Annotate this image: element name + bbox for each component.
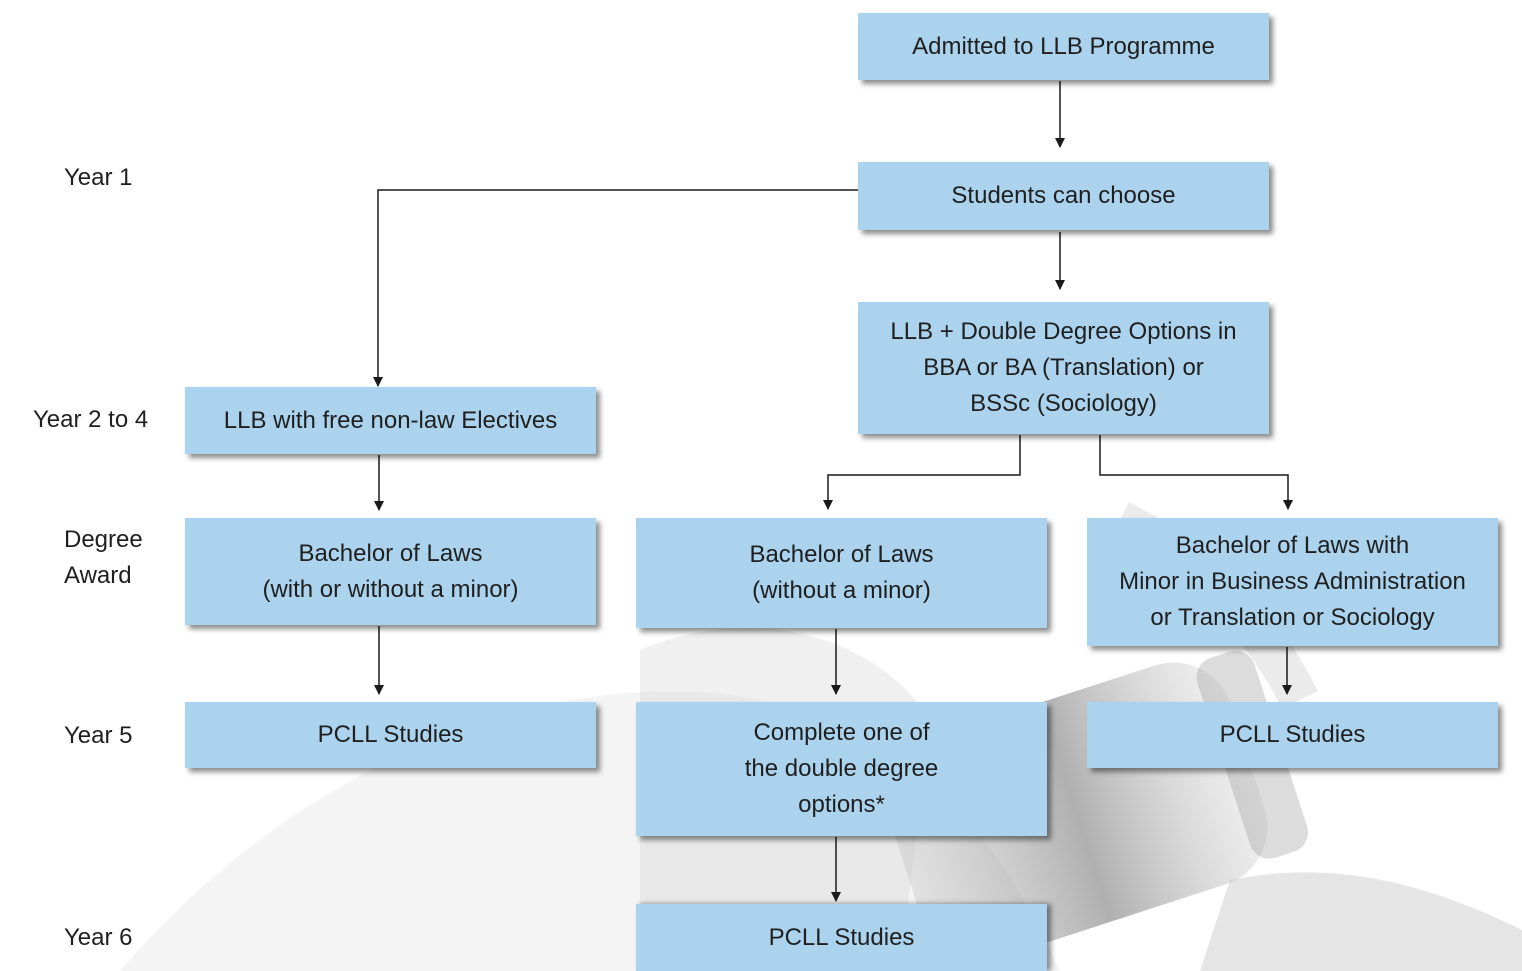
row-label-degree-award: Degree Award — [64, 522, 143, 594]
box-text-line: Complete one of — [753, 719, 930, 746]
box-text-line: Admitted to LLB Programme — [912, 32, 1215, 60]
row-label-year6: Year 6 — [64, 924, 133, 951]
students-choose-box: Students can choose — [858, 162, 1269, 230]
box-text-line: PCLL Studies — [768, 923, 915, 951]
bachelor-with-minor-box: Bachelor of Laws with Minor in Business … — [1087, 518, 1498, 646]
box-text-line: or Translation or Sociology — [1150, 604, 1435, 631]
row-label-year5: Year 5 — [64, 722, 133, 749]
box-text-line: (without a minor) — [752, 577, 931, 604]
box-text-line: Bachelor of Laws — [749, 541, 934, 568]
admitted-box: Admitted to LLB Programme — [858, 13, 1269, 80]
box-text-line: BSSc (Sociology) — [970, 390, 1157, 417]
pcll-studies-left-box: PCLL Studies — [185, 702, 596, 768]
pcll-studies-year6-box: PCLL Studies — [636, 904, 1047, 971]
double-degree-options-box: LLB + Double Degree Options in BBA or BA… — [858, 302, 1269, 434]
box-text-line: Bachelor of Laws — [298, 539, 483, 567]
complete-double-degree-box: Complete one of the double degree option… — [636, 702, 1047, 836]
arrow-double-to-bachelor-minor — [1099, 435, 1293, 510]
box-text-line: Bachelor of Laws with — [1175, 532, 1410, 559]
arrow-double-to-bachelor-without — [823, 435, 1021, 510]
pcll-studies-right-box: PCLL Studies — [1087, 702, 1498, 768]
box-text-line: Students can choose — [951, 182, 1176, 209]
box-text-line: LLB with free non-law Electives — [223, 406, 558, 434]
box-text-line: BBA or BA (Translation) or — [923, 354, 1204, 381]
bachelor-without-minor-box: Bachelor of Laws (without a minor) — [636, 518, 1047, 628]
box-text-line: PCLL Studies — [317, 721, 464, 748]
row-label-year2to4: Year 2 to 4 — [33, 406, 149, 433]
arrow-choose-to-electives — [373, 189, 858, 387]
box-text-line: options* — [798, 791, 885, 818]
box-text-line: Minor in Business Administration — [1119, 568, 1466, 595]
bachelor-with-or-without-minor-box: Bachelor of Laws (with or without a mino… — [185, 518, 596, 625]
row-label-degree-award-line: Degree — [64, 526, 143, 553]
llb-electives-box: LLB with free non-law Electives — [185, 387, 596, 454]
box-text-line: the double degree — [744, 755, 939, 782]
row-label-year1: Year 1 — [64, 164, 133, 191]
box-text-line: (with or without a minor) — [262, 575, 519, 603]
row-label-degree-award-line: Award — [64, 562, 132, 589]
box-text-line: LLB + Double Degree Options in — [890, 318, 1237, 345]
box-text-line: PCLL Studies — [1219, 721, 1366, 748]
